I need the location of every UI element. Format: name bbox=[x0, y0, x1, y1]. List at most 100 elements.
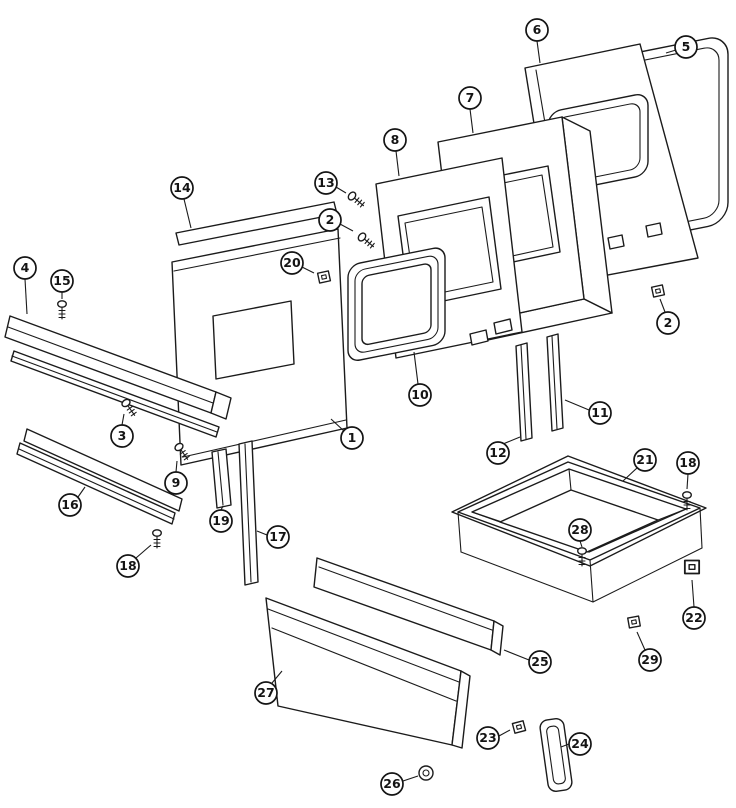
screw-18-left bbox=[151, 529, 163, 549]
lower-trim-bars bbox=[16, 428, 183, 525]
callout-number: 14 bbox=[173, 180, 191, 195]
callout-number: 7 bbox=[466, 90, 475, 105]
callout-27: 27 bbox=[254, 670, 283, 705]
callout-7: 7 bbox=[458, 86, 482, 134]
side-trim-right bbox=[546, 333, 564, 432]
callout-number: 20 bbox=[283, 255, 301, 270]
drawer-front-inner-panel bbox=[313, 557, 504, 656]
leader-line bbox=[395, 150, 400, 177]
screw-15 bbox=[57, 300, 68, 320]
leader-line bbox=[135, 544, 152, 559]
callout-circle bbox=[116, 554, 140, 578]
callout-circle bbox=[682, 606, 706, 630]
leader-line bbox=[622, 467, 638, 482]
callout-6: 6 bbox=[525, 18, 549, 64]
callout-23: 23 bbox=[476, 726, 511, 750]
callout-18-left: 18 bbox=[116, 544, 152, 578]
callout-circle bbox=[383, 128, 407, 152]
callout-10: 10 bbox=[408, 351, 432, 407]
clip-20 bbox=[316, 270, 332, 284]
callout-circle bbox=[458, 86, 482, 110]
callout-number: 29 bbox=[641, 652, 658, 667]
callout-circle bbox=[50, 269, 74, 293]
callout-circle bbox=[408, 383, 432, 407]
callouts-layer: 6 5 7 8 13 14 2 bbox=[13, 18, 706, 796]
leader-line bbox=[413, 351, 419, 385]
callout-25: 25 bbox=[503, 649, 552, 674]
callout-2-upper: 2 bbox=[318, 208, 354, 232]
callout-number: 23 bbox=[479, 730, 496, 745]
callout-number: 21 bbox=[636, 452, 653, 467]
callout-8: 8 bbox=[383, 128, 407, 177]
leader-line bbox=[339, 223, 354, 232]
callout-circle bbox=[380, 772, 404, 796]
callout-circle bbox=[674, 35, 698, 59]
callout-number: 25 bbox=[531, 654, 548, 669]
callout-circle bbox=[486, 441, 510, 465]
callout-circle bbox=[656, 311, 680, 335]
end-plate-24 bbox=[539, 718, 573, 792]
leader-line bbox=[271, 670, 283, 684]
callout-circle bbox=[588, 401, 612, 425]
callout-circle bbox=[110, 424, 134, 448]
callout-number: 28 bbox=[571, 522, 588, 537]
filler-strip-short bbox=[211, 448, 232, 509]
callout-circle bbox=[266, 525, 290, 549]
clip-23 bbox=[511, 720, 527, 734]
filler-strip-long bbox=[238, 440, 259, 586]
leader-line bbox=[659, 298, 666, 313]
leader-line bbox=[560, 743, 570, 748]
callout-19: 19 bbox=[209, 505, 233, 533]
callout-5: 5 bbox=[665, 35, 698, 59]
callout-circle bbox=[170, 176, 194, 200]
leader-line bbox=[686, 473, 689, 490]
callout-number: 4 bbox=[21, 260, 30, 275]
callout-22: 22 bbox=[682, 579, 706, 630]
callout-circle bbox=[58, 493, 82, 517]
callout-circle bbox=[568, 518, 592, 542]
callout-24: 24 bbox=[560, 732, 592, 756]
parts-layer bbox=[4, 37, 729, 792]
callout-circle bbox=[164, 471, 188, 495]
callout-circle bbox=[568, 732, 592, 756]
callout-number: 18 bbox=[119, 558, 136, 573]
callout-2-right: 2 bbox=[656, 298, 680, 335]
clip-22 bbox=[683, 559, 701, 575]
leader-line bbox=[121, 413, 125, 426]
callout-26: 26 bbox=[380, 772, 419, 796]
callout-number: 24 bbox=[571, 736, 589, 751]
callout-number: 12 bbox=[489, 445, 506, 460]
leader-line bbox=[665, 49, 677, 54]
leader-line bbox=[636, 631, 646, 651]
leader-line bbox=[503, 649, 530, 661]
callout-circle bbox=[340, 426, 364, 450]
callout-16: 16 bbox=[58, 486, 86, 517]
callout-number: 5 bbox=[682, 39, 691, 54]
leader-line bbox=[579, 540, 583, 548]
callout-number: 26 bbox=[383, 776, 401, 791]
callout-9: 9 bbox=[164, 460, 188, 495]
screw-2-upper bbox=[356, 230, 377, 251]
callout-17: 17 bbox=[256, 525, 290, 549]
callout-14: 14 bbox=[170, 176, 194, 229]
leader-line bbox=[691, 579, 695, 608]
callout-number: 2 bbox=[326, 212, 335, 227]
callout-29: 29 bbox=[636, 631, 662, 672]
callout-28: 28 bbox=[568, 518, 592, 548]
drawer-front-outer-panel bbox=[265, 597, 471, 749]
callout-number: 6 bbox=[533, 22, 542, 37]
leader-line bbox=[183, 198, 192, 229]
callout-18-right: 18 bbox=[676, 451, 700, 490]
callout-number: 16 bbox=[61, 497, 79, 512]
callout-circle bbox=[318, 208, 342, 232]
callout-circle bbox=[13, 256, 37, 280]
callout-circle bbox=[209, 509, 233, 533]
door-handle-assembly bbox=[4, 315, 232, 438]
leader-line bbox=[536, 40, 541, 64]
callout-number: 18 bbox=[679, 455, 696, 470]
callout-3: 3 bbox=[110, 413, 134, 448]
callout-4: 4 bbox=[13, 256, 37, 315]
callout-number: 11 bbox=[591, 405, 608, 420]
callout-circle bbox=[314, 171, 338, 195]
clip-29 bbox=[627, 615, 641, 629]
